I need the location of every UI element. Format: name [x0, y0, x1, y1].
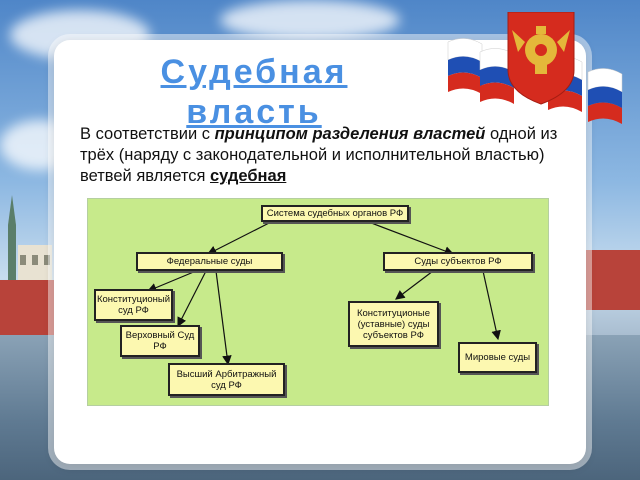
kremlin-wall-right [585, 250, 640, 310]
paragraph-text: В соответствии с [80, 125, 215, 143]
federal-courts-box: Федеральные суды [136, 252, 283, 271]
slide-paragraph: В соответствии с принципом разделения вл… [80, 124, 576, 187]
supreme-court-box: Верховный Суд РФ [120, 325, 200, 357]
russian-flag-icon [447, 12, 623, 124]
constitutional-court-box: Конституционый суд РФ [94, 289, 173, 321]
slide-title: Судебная власть [160, 53, 348, 131]
coat-of-arms-icon [507, 12, 575, 105]
court-system-diagram: Система судебных органов РФ Федеральные … [87, 198, 549, 406]
cloud [220, 0, 400, 40]
paragraph-text: одной из трёх (наряду с законодательной … [80, 125, 558, 185]
subject-constitutional-courts-box: Конституционые (уставные) суды субъектов… [348, 301, 439, 347]
arbitration-court-box: Высший Арбитражный суд РФ [168, 363, 285, 396]
diagram-root-box: Система судебных органов РФ [261, 205, 409, 222]
magistrate-courts-box: Мировые суды [458, 342, 537, 373]
kremlin-wall-left [0, 280, 55, 340]
paragraph-emphasis: принципом разделения властей [214, 125, 486, 143]
diagram-arrows [146, 220, 501, 366]
subject-courts-box: Суды субъектов РФ [383, 252, 533, 271]
paragraph-strong: судебная [209, 167, 287, 185]
